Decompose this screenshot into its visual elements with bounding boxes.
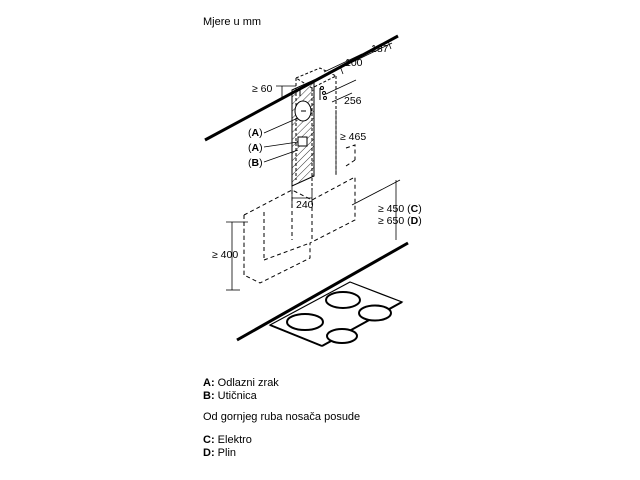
callout-a-exhaust-2: (A) [248, 142, 263, 154]
burner-3 [286, 313, 324, 331]
units-note: Mjere u mm [203, 16, 262, 28]
mounting-bracket [299, 86, 327, 100]
hood-canopy-outline [243, 144, 356, 284]
legend-c: C: Elektro [203, 434, 252, 446]
legend-b: B: Utičnica [203, 390, 257, 402]
callout-b-socket: (B) [248, 157, 263, 169]
dim-650: ≥ 650 (D) [378, 215, 422, 227]
dim-450: ≥ 450 (C) [378, 203, 422, 215]
dimension-lines [226, 40, 401, 291]
chimney-body [291, 79, 315, 187]
socket-outlet [297, 136, 308, 147]
callout-a-exhaust: (A) [248, 127, 263, 139]
dim-187: 187 [371, 43, 389, 55]
legend-note: Od gornjeg ruba nosača posude [203, 411, 361, 423]
legend-a: A: Odlazni zrak [203, 377, 279, 389]
burner-2 [358, 304, 392, 322]
dim-60: ≥ 60 [252, 83, 273, 95]
dim-256: 256 [344, 95, 362, 107]
burner-1 [325, 291, 361, 309]
dim-240: 240 [296, 199, 314, 211]
dim-100: 100 [345, 57, 363, 69]
burner-4 [326, 328, 358, 344]
cooktop [268, 281, 404, 347]
legend-d: D: Plin [203, 447, 237, 459]
dim-465: ≥ 465 [340, 131, 366, 143]
wall-line [236, 241, 409, 342]
dim-400: ≥ 400 [212, 249, 238, 261]
